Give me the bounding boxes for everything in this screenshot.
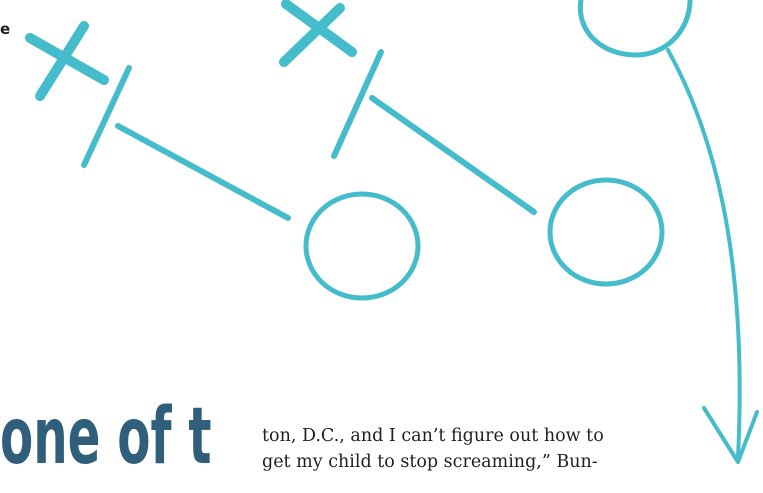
o-mark-right	[550, 180, 662, 284]
body-paragraph: ton, D.C., and I can’t figure out how to…	[262, 423, 702, 475]
body-line: get my child to stop screaming,” Bun-	[262, 449, 702, 475]
curved-route-arrow	[668, 50, 757, 462]
headline-text: one of the	[0, 398, 215, 476]
o-mark-top	[580, 0, 690, 55]
x-mark-middle	[284, 4, 352, 62]
x-mark-left	[30, 26, 104, 96]
route-line-left	[84, 68, 288, 218]
o-mark-middle	[306, 194, 418, 298]
route-line-middle	[334, 52, 534, 212]
body-line: ton, D.C., and I can’t figure out how to	[262, 423, 702, 449]
headline: one of the	[0, 398, 215, 493]
